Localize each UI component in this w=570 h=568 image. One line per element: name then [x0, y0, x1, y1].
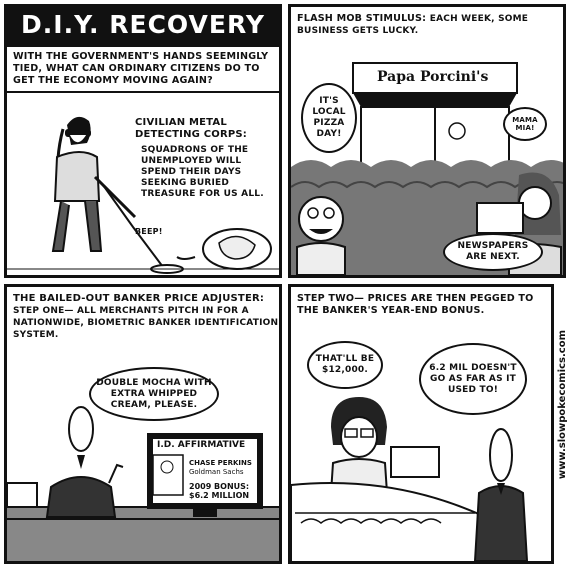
monitor-title: I.D. AFFIRMATIVE — [157, 440, 246, 450]
website-credit: www.slowpokecomics.com — [557, 330, 568, 480]
flash-mob-caption: FLASH MOB STIMULUS: EACH WEEK, SOME BUSI… — [297, 13, 559, 37]
banker-body: STEP ONE— ALL MERCHANTS PITCH IN FOR A N… — [13, 306, 279, 340]
pegging-caption: STEP TWO— PRICES ARE THEN PEGGED TO THE … — [297, 293, 534, 316]
title-banner — [7, 7, 279, 47]
banker-caption: THE BAILED-OUT BANKER PRICE ADJUSTER: ST… — [13, 293, 279, 341]
metal-detector-scene — [7, 91, 279, 274]
monitor-name: CHASE PERKINS — [189, 459, 252, 467]
cafe-counter-scene — [7, 406, 279, 561]
mama-mia-bubble: MAMA MIA! — [503, 107, 547, 141]
beep-sound: BEEP! — [135, 227, 163, 236]
flash-mob-body: EACH WEEK, SOME BUSINESS GETS LUCKY. — [297, 14, 529, 36]
panel-price-pegging: STEP TWO— PRICES ARE THEN PEGGED TO THE … — [288, 284, 554, 564]
metal-corps-body: SQUADRONS OF THE UNEMPLOYED WILL SPEND T… — [141, 145, 264, 199]
monitor-bonus-value: $6.2 MILLION — [189, 491, 250, 500]
panel-banker-adjuster: THE BAILED-OUT BANKER PRICE ADJUSTER: ST… — [4, 284, 282, 564]
banker-thought-bubble: 6.2 MIL DOESN'T GO AS FAR AS IT USED TO! — [419, 343, 527, 415]
comic-title: D.I.Y. RECOVERY — [21, 10, 265, 39]
order-bubble: DOUBLE MOCHA WITH EXTRA WHIPPED CREAM, P… — [89, 367, 219, 421]
clerk-price-bubble: THAT'LL BE $12,000. — [307, 341, 383, 389]
banker-heading: THE BAILED-OUT BANKER PRICE ADJUSTER: — [13, 293, 265, 304]
newspapers-bubble: NEWSPAPERS ARE NEXT. — [443, 233, 543, 271]
flash-mob-heading: FLASH MOB STIMULUS: — [297, 13, 427, 24]
monitor-company: Goldman Sachs — [189, 468, 244, 476]
panel-metal-detecting: D.I.Y. RECOVERY WITH THE GOVERNMENT'S HA… — [4, 4, 282, 278]
pizza-shop-sign: Papa Porcini's — [377, 69, 489, 85]
intro-caption: WITH THE GOVERNMENT'S HANDS SEEMINGLY TI… — [13, 51, 269, 86]
metal-corps-heading: CIVILIAN METAL DETECTING CORPS: — [135, 117, 247, 140]
local-pizza-bubble: IT'S LOCAL PIZZA DAY! — [301, 83, 357, 153]
bakery-counter-scene — [291, 397, 529, 561]
panel-flash-mob: FLASH MOB STIMULUS: EACH WEEK, SOME BUSI… — [288, 4, 566, 278]
monitor-bonus-label: 2009 BONUS: — [189, 482, 250, 491]
